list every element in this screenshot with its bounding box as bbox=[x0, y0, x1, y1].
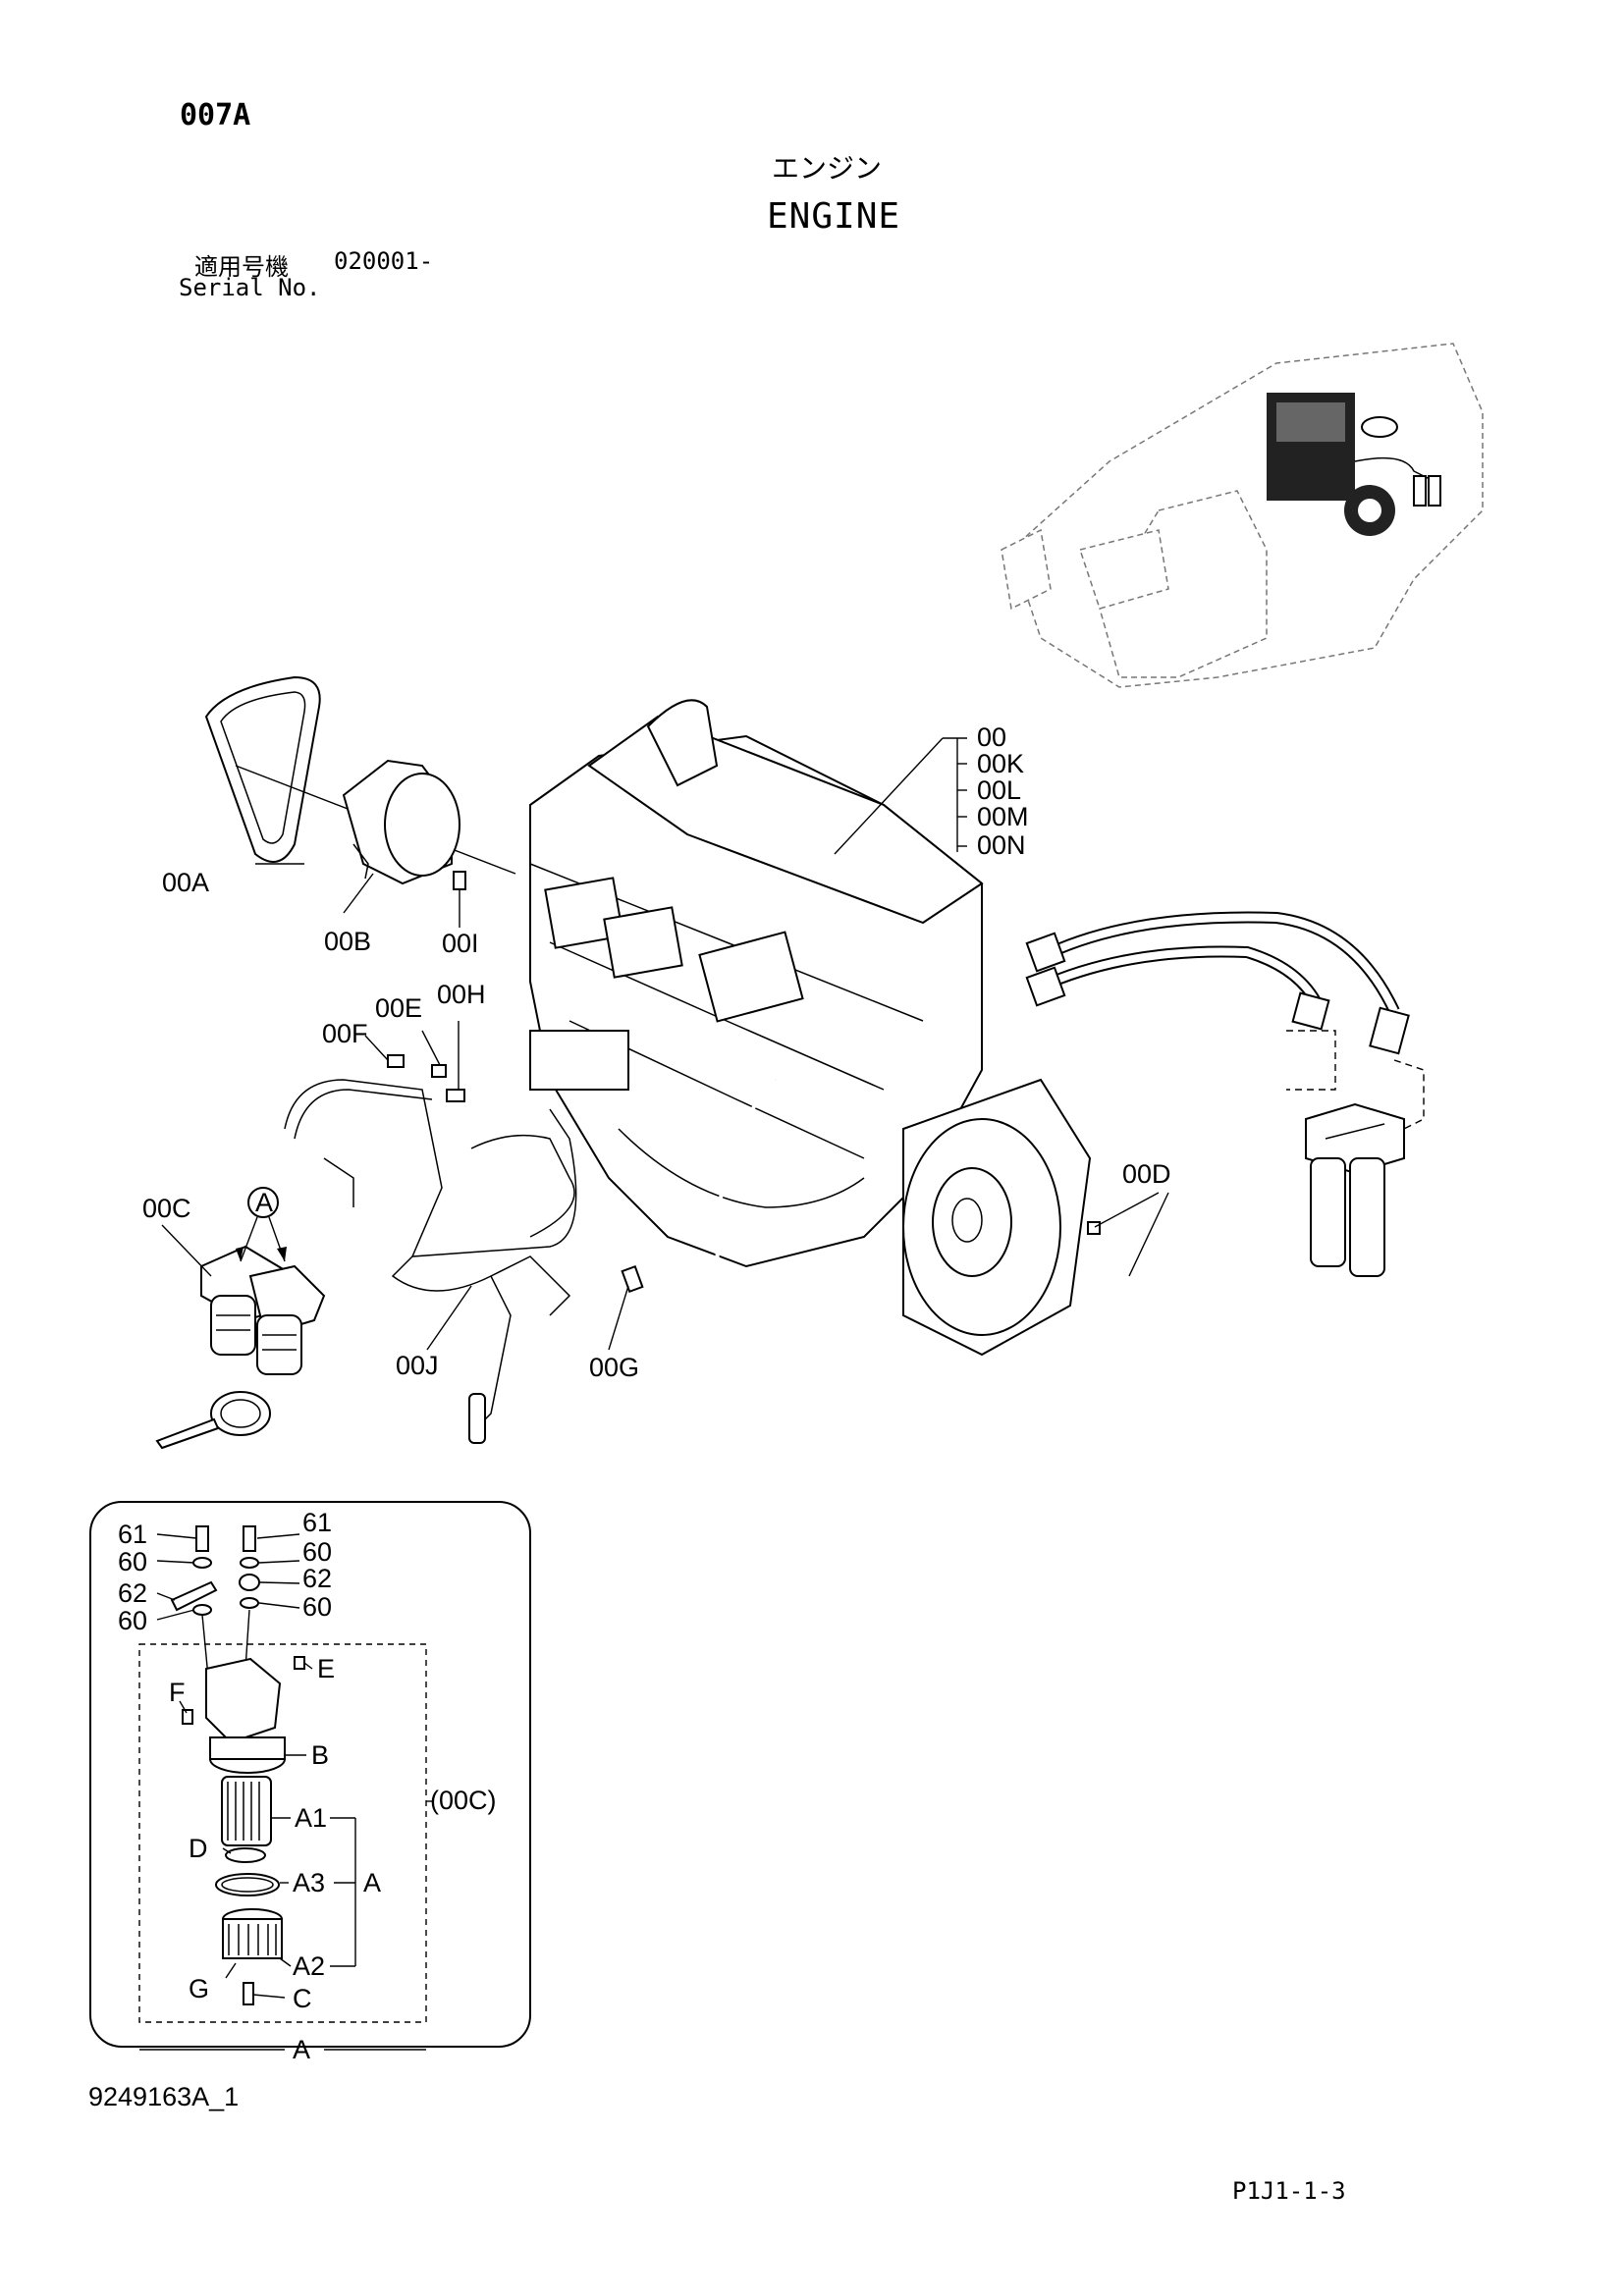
hydraulic-hoses bbox=[1025, 911, 1410, 1055]
detail-label-A2: A2 bbox=[293, 1951, 325, 1981]
detail-label-62-right: 62 bbox=[302, 1564, 332, 1593]
callout-00M: 00M bbox=[977, 802, 1029, 831]
detail-label-G: G bbox=[189, 1974, 209, 2003]
fan-belt bbox=[204, 675, 321, 863]
callout-00I: 00I bbox=[442, 929, 479, 958]
callout-00L: 00L bbox=[977, 775, 1021, 805]
callout-00: 00 bbox=[977, 722, 1006, 752]
detail-label-62-left: 62 bbox=[118, 1578, 147, 1608]
title-japanese: エンジン bbox=[772, 152, 883, 185]
detail-label-A1: A1 bbox=[295, 1803, 327, 1833]
document-id: 9249163A_1 bbox=[88, 2082, 240, 2111]
engine-assembly bbox=[529, 699, 984, 1268]
serial-label-japanese: 適用号機 bbox=[194, 253, 289, 281]
detail-label-B: B bbox=[311, 1740, 329, 1770]
callout-00J: 00J bbox=[396, 1351, 439, 1380]
sensor-00G bbox=[621, 1264, 644, 1294]
detail-reference-circle bbox=[247, 1187, 279, 1218]
inset-engine-highlight bbox=[1267, 393, 1441, 536]
detail-label-E: E bbox=[317, 1654, 335, 1683]
detail-label-F: F bbox=[169, 1678, 186, 1707]
remote-filter-assembly bbox=[1305, 1102, 1405, 1277]
detail-label-60-left-a: 60 bbox=[118, 1547, 147, 1576]
callout-00A: 00A bbox=[162, 868, 209, 897]
detail-label-61-left: 61 bbox=[118, 1520, 147, 1549]
machine-location-inset bbox=[1001, 343, 1484, 688]
detail-label-A3: A3 bbox=[293, 1868, 325, 1897]
filter-wrench bbox=[155, 1391, 271, 1450]
detail-label-A: A bbox=[363, 1868, 381, 1897]
callout-00F: 00F bbox=[322, 1019, 368, 1048]
detail-label-61-right: 61 bbox=[302, 1508, 332, 1537]
page-number: P1J1-1-3 bbox=[1232, 2177, 1346, 2205]
detail-label-60-right-a: 60 bbox=[302, 1537, 332, 1567]
detail-label-60-right-b: 60 bbox=[302, 1592, 332, 1622]
detail-label-60-left-b: 60 bbox=[118, 1606, 147, 1635]
callout-00D: 00D bbox=[1122, 1159, 1171, 1189]
wiring-harness bbox=[284, 1054, 577, 1444]
callout-00K: 00K bbox=[977, 749, 1024, 778]
flywheel-housing bbox=[902, 1078, 1092, 1357]
detail-label-group-00C: (00C) bbox=[430, 1786, 497, 1815]
callout-00N: 00N bbox=[977, 830, 1026, 860]
callout-00B: 00B bbox=[324, 927, 371, 956]
detail-a-panel bbox=[89, 1501, 531, 2051]
serial-number-value: 020001- bbox=[334, 247, 434, 275]
detail-label-C: C bbox=[293, 1984, 312, 2013]
serial-label-english: Serial No. bbox=[179, 274, 321, 301]
callout-bracket-00 bbox=[834, 737, 967, 855]
title-english: ENGINE bbox=[767, 196, 901, 237]
detail-reference-label: A bbox=[255, 1188, 273, 1217]
fuel-filter-assembly bbox=[200, 1245, 326, 1375]
callout-00G: 00G bbox=[589, 1353, 639, 1382]
callout-00E: 00E bbox=[375, 993, 422, 1023]
callout-00H: 00H bbox=[437, 980, 486, 1009]
callout-00C: 00C bbox=[142, 1194, 191, 1223]
diagram-code: 007A bbox=[180, 98, 251, 133]
detail-label-bottom-A: A bbox=[293, 2035, 310, 2064]
fan-guard bbox=[342, 759, 460, 885]
detail-label-D: D bbox=[189, 1834, 208, 1863]
sensor-00I bbox=[453, 871, 466, 890]
plug-00D bbox=[1087, 1221, 1101, 1235]
